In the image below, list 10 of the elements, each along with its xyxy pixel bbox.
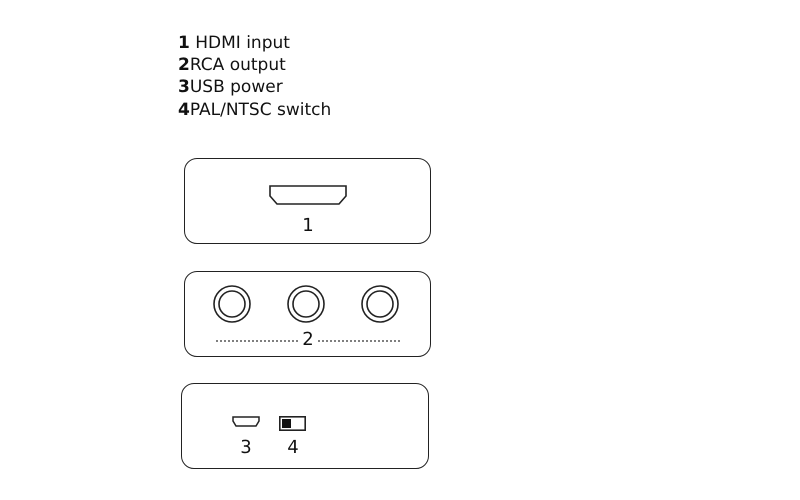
legend-entry: 2RCA output	[178, 54, 286, 76]
legend-entry: 4PAL/NTSC switch	[178, 99, 332, 121]
callout-number: 3	[240, 438, 252, 458]
device-panel	[181, 383, 429, 469]
device-panel	[184, 158, 431, 244]
callout-number: 1	[302, 216, 314, 236]
callout-number: 4	[287, 438, 299, 458]
legend-entry: 3USB power	[178, 76, 283, 98]
legend-entry: 1 HDMI input	[178, 32, 290, 54]
device-panel	[184, 271, 431, 357]
